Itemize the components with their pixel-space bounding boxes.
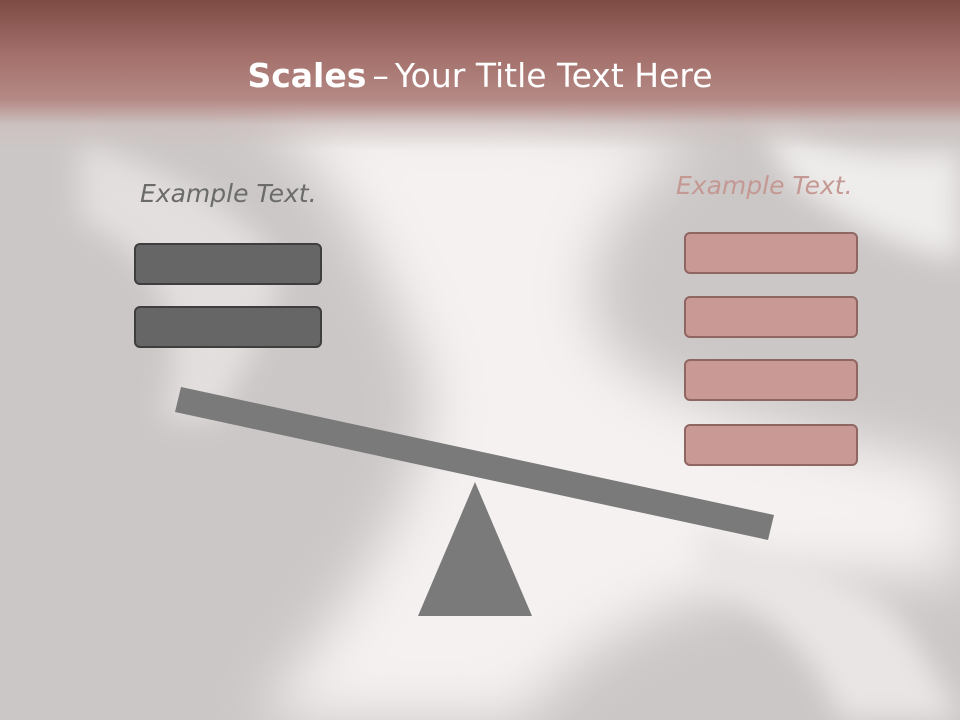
right-box-2: [684, 296, 858, 338]
title-separator: –: [372, 56, 389, 95]
left-box-2: [134, 306, 322, 348]
title-bold: Scales: [247, 56, 367, 95]
title-rest: Your Title Text Here: [394, 56, 713, 95]
title-banner: [0, 0, 960, 150]
left-label: Example Text.: [140, 179, 317, 208]
seesaw-beam: [175, 387, 774, 540]
slide-title: Scales–Your Title Text Here: [0, 52, 960, 100]
left-box-1: [134, 243, 322, 285]
right-box-4: [684, 424, 858, 466]
right-label: Example Text.: [676, 171, 853, 200]
triangle-fulcrum: [418, 482, 532, 616]
right-box-3: [684, 359, 858, 401]
right-box-1: [684, 232, 858, 274]
